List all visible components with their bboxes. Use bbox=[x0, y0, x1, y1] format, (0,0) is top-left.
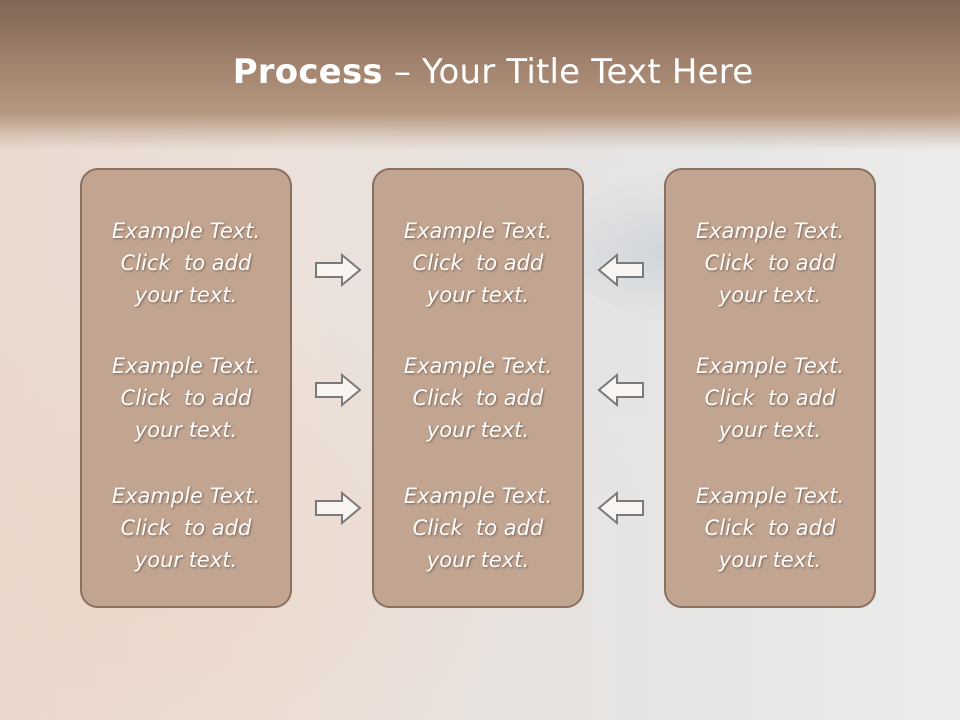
text-line: Click to add bbox=[704, 516, 836, 540]
text-line: Example Text. bbox=[695, 219, 845, 243]
text-line: Example Text. bbox=[403, 354, 553, 378]
text-line: Click to add bbox=[120, 516, 252, 540]
slide-title[interactable]: Process – Your Title Text Here bbox=[0, 52, 960, 92]
text-line: Example Text. bbox=[111, 484, 261, 508]
text-line: Click to add bbox=[412, 386, 544, 410]
text-line: your text. bbox=[718, 418, 822, 442]
text-line: Example Text. bbox=[403, 219, 553, 243]
panel-text-block[interactable]: Example Text. Click to add your text. bbox=[666, 350, 874, 446]
text-line: Click to add bbox=[704, 251, 836, 275]
text-line: your text. bbox=[426, 418, 530, 442]
text-line: your text. bbox=[426, 548, 530, 572]
text-line: your text. bbox=[134, 548, 238, 572]
text-line: your text. bbox=[134, 418, 238, 442]
arrow-left-outline-icon bbox=[597, 373, 644, 407]
text-line: your text. bbox=[134, 283, 238, 307]
text-line: Example Text. bbox=[695, 354, 845, 378]
arrow-right-outline-icon bbox=[315, 253, 362, 287]
arrow-right-outline-icon bbox=[315, 491, 362, 525]
text-line: Click to add bbox=[412, 251, 544, 275]
arrow-left-outline-icon bbox=[597, 253, 644, 287]
panel-text-block[interactable]: Example Text. Click to add your text. bbox=[374, 480, 582, 576]
text-line: Click to add bbox=[120, 251, 252, 275]
title-rest: – Your Title Text Here bbox=[382, 52, 754, 92]
text-line: Click to add bbox=[120, 386, 252, 410]
text-line: Example Text. bbox=[111, 354, 261, 378]
text-line: Click to add bbox=[412, 516, 544, 540]
process-panel-right[interactable]: Example Text. Click to add your text. Ex… bbox=[664, 168, 876, 608]
text-line: Example Text. bbox=[403, 484, 553, 508]
arrow-left-outline-icon bbox=[597, 491, 644, 525]
process-panel-left[interactable]: Example Text. Click to add your text. Ex… bbox=[80, 168, 292, 608]
panel-text-block[interactable]: Example Text. Click to add your text. bbox=[666, 215, 874, 311]
panel-text-block[interactable]: Example Text. Click to add your text. bbox=[374, 350, 582, 446]
process-panel-center[interactable]: Example Text. Click to add your text. Ex… bbox=[372, 168, 584, 608]
panel-text-block[interactable]: Example Text. Click to add your text. bbox=[82, 480, 290, 576]
title-bold: Process bbox=[232, 52, 383, 92]
text-line: Example Text. bbox=[695, 484, 845, 508]
panel-text-block[interactable]: Example Text. Click to add your text. bbox=[82, 350, 290, 446]
panel-text-block[interactable]: Example Text. Click to add your text. bbox=[374, 215, 582, 311]
arrow-right-outline-icon bbox=[315, 373, 362, 407]
text-line: Example Text. bbox=[111, 219, 261, 243]
panel-text-block[interactable]: Example Text. Click to add your text. bbox=[666, 480, 874, 576]
text-line: your text. bbox=[718, 283, 822, 307]
text-line: Click to add bbox=[704, 386, 836, 410]
title-band bbox=[0, 0, 960, 150]
text-line: your text. bbox=[718, 548, 822, 572]
panel-text-block[interactable]: Example Text. Click to add your text. bbox=[82, 215, 290, 311]
text-line: your text. bbox=[426, 283, 530, 307]
